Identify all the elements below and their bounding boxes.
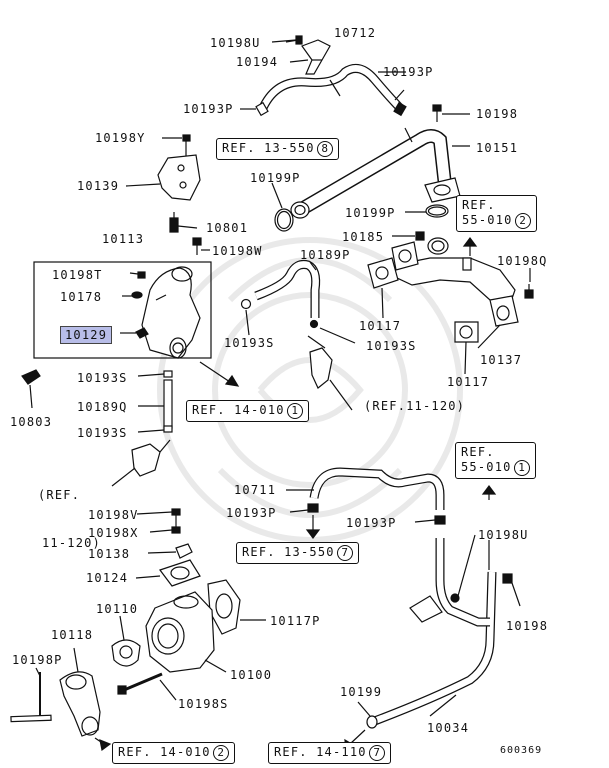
label-10117-b: 10117 bbox=[447, 375, 490, 389]
label-10117P: 10117P bbox=[270, 614, 321, 628]
label-10199P-b: 10199P bbox=[345, 206, 396, 220]
label-10193P-d: 10193P bbox=[346, 516, 397, 530]
label-10193S-b: 10193S bbox=[366, 339, 417, 353]
ref-text: REF. 13-550 bbox=[222, 141, 315, 155]
ref-circle-number: 7 bbox=[336, 545, 353, 561]
line-art bbox=[10, 35, 534, 752]
label-10117-a: 10117 bbox=[359, 319, 402, 333]
ref-line-1: REF. bbox=[461, 445, 495, 459]
label-10198U-top: 10198U bbox=[210, 36, 261, 50]
label-10138: 10138 bbox=[88, 547, 131, 561]
ref-11-120-b[interactable]: (REF. 11-120) bbox=[38, 455, 101, 567]
figure-number: 600369 bbox=[500, 745, 543, 756]
label-10139: 10139 bbox=[77, 179, 120, 193]
assembly-box-10113 bbox=[33, 261, 212, 359]
label-10198W: 10198W bbox=[212, 244, 263, 258]
ref-circle-number: 2 bbox=[514, 213, 531, 229]
ref-line-2: 55-010 bbox=[462, 213, 513, 227]
clip-10194 bbox=[301, 39, 331, 75]
ref-11-120-a[interactable]: (REF.11-120) bbox=[364, 399, 466, 413]
label-10100: 10100 bbox=[230, 668, 273, 682]
label-10198U-b: 10198U bbox=[478, 528, 529, 542]
label-10194: 10194 bbox=[236, 55, 279, 69]
label-10124: 10124 bbox=[86, 571, 129, 585]
label-10118: 10118 bbox=[51, 628, 94, 642]
label-10198S: 10198S bbox=[178, 697, 229, 711]
ref-text: REF. 14-010 bbox=[118, 745, 211, 759]
label-10129-highlighted[interactable]: 10129 bbox=[60, 326, 113, 344]
label-10801: 10801 bbox=[206, 221, 249, 235]
label-10198P: 10198P bbox=[12, 653, 63, 667]
label-10198-top: 10198 bbox=[476, 107, 519, 121]
bracket-10139 bbox=[157, 154, 201, 201]
label-10193P-b: 10193P bbox=[183, 102, 234, 116]
ref-text: REF. 14-010 bbox=[192, 403, 285, 417]
label-10198Y: 10198Y bbox=[95, 131, 146, 145]
label-10189Q: 10189Q bbox=[77, 400, 128, 414]
label-10137: 10137 bbox=[480, 353, 523, 367]
housing-10100 bbox=[145, 591, 215, 673]
ref-circle-number: 7 bbox=[368, 745, 385, 761]
ref-circle-number: 8 bbox=[316, 141, 333, 157]
label-10185: 10185 bbox=[342, 230, 385, 244]
label-10034: 10034 bbox=[427, 721, 470, 735]
ref-text: REF. 13-550 bbox=[242, 545, 335, 559]
ref-line-1: (REF. bbox=[38, 488, 81, 502]
gasket-10124 bbox=[159, 559, 201, 587]
label-10178: 10178 bbox=[60, 290, 103, 304]
label-10198: 10198 bbox=[506, 619, 549, 633]
label-10193S-a: 10193S bbox=[224, 336, 275, 350]
label-10189P: 10189P bbox=[300, 248, 351, 262]
label-10193S-c: 10193S bbox=[77, 371, 128, 385]
label-10711: 10711 bbox=[234, 483, 277, 497]
label-10712: 10712 bbox=[334, 26, 377, 40]
ref-circle-number: 1 bbox=[513, 460, 530, 476]
label-10113: 10113 bbox=[102, 232, 145, 246]
ref-line-2: 11-120) bbox=[42, 536, 101, 550]
label-10193P-a: 10193P bbox=[383, 65, 434, 79]
label-10110: 10110 bbox=[96, 602, 139, 616]
label-10198T: 10198T bbox=[52, 268, 103, 282]
label-10198X: 10198X bbox=[88, 526, 139, 540]
ref-line-2: 55-010 bbox=[461, 460, 512, 474]
thermostat-10110 bbox=[111, 639, 141, 667]
ref-line-1: REF. bbox=[462, 198, 496, 212]
ref-circle-number: 2 bbox=[212, 745, 229, 761]
label-10151: 10151 bbox=[476, 141, 519, 155]
tube-10189Q bbox=[163, 379, 173, 429]
label-10193P-c: 10193P bbox=[226, 506, 277, 520]
label-10198V: 10198V bbox=[88, 508, 139, 522]
label-10803: 10803 bbox=[10, 415, 53, 429]
label-10193S-d: 10193S bbox=[77, 426, 128, 440]
ref-circle-number: 1 bbox=[286, 403, 303, 419]
label-10198Q: 10198Q bbox=[497, 254, 548, 268]
label-10199: 10199 bbox=[340, 685, 383, 699]
ref-text: REF. 14-110 bbox=[274, 745, 367, 759]
label-10199P-a: 10199P bbox=[250, 171, 301, 185]
